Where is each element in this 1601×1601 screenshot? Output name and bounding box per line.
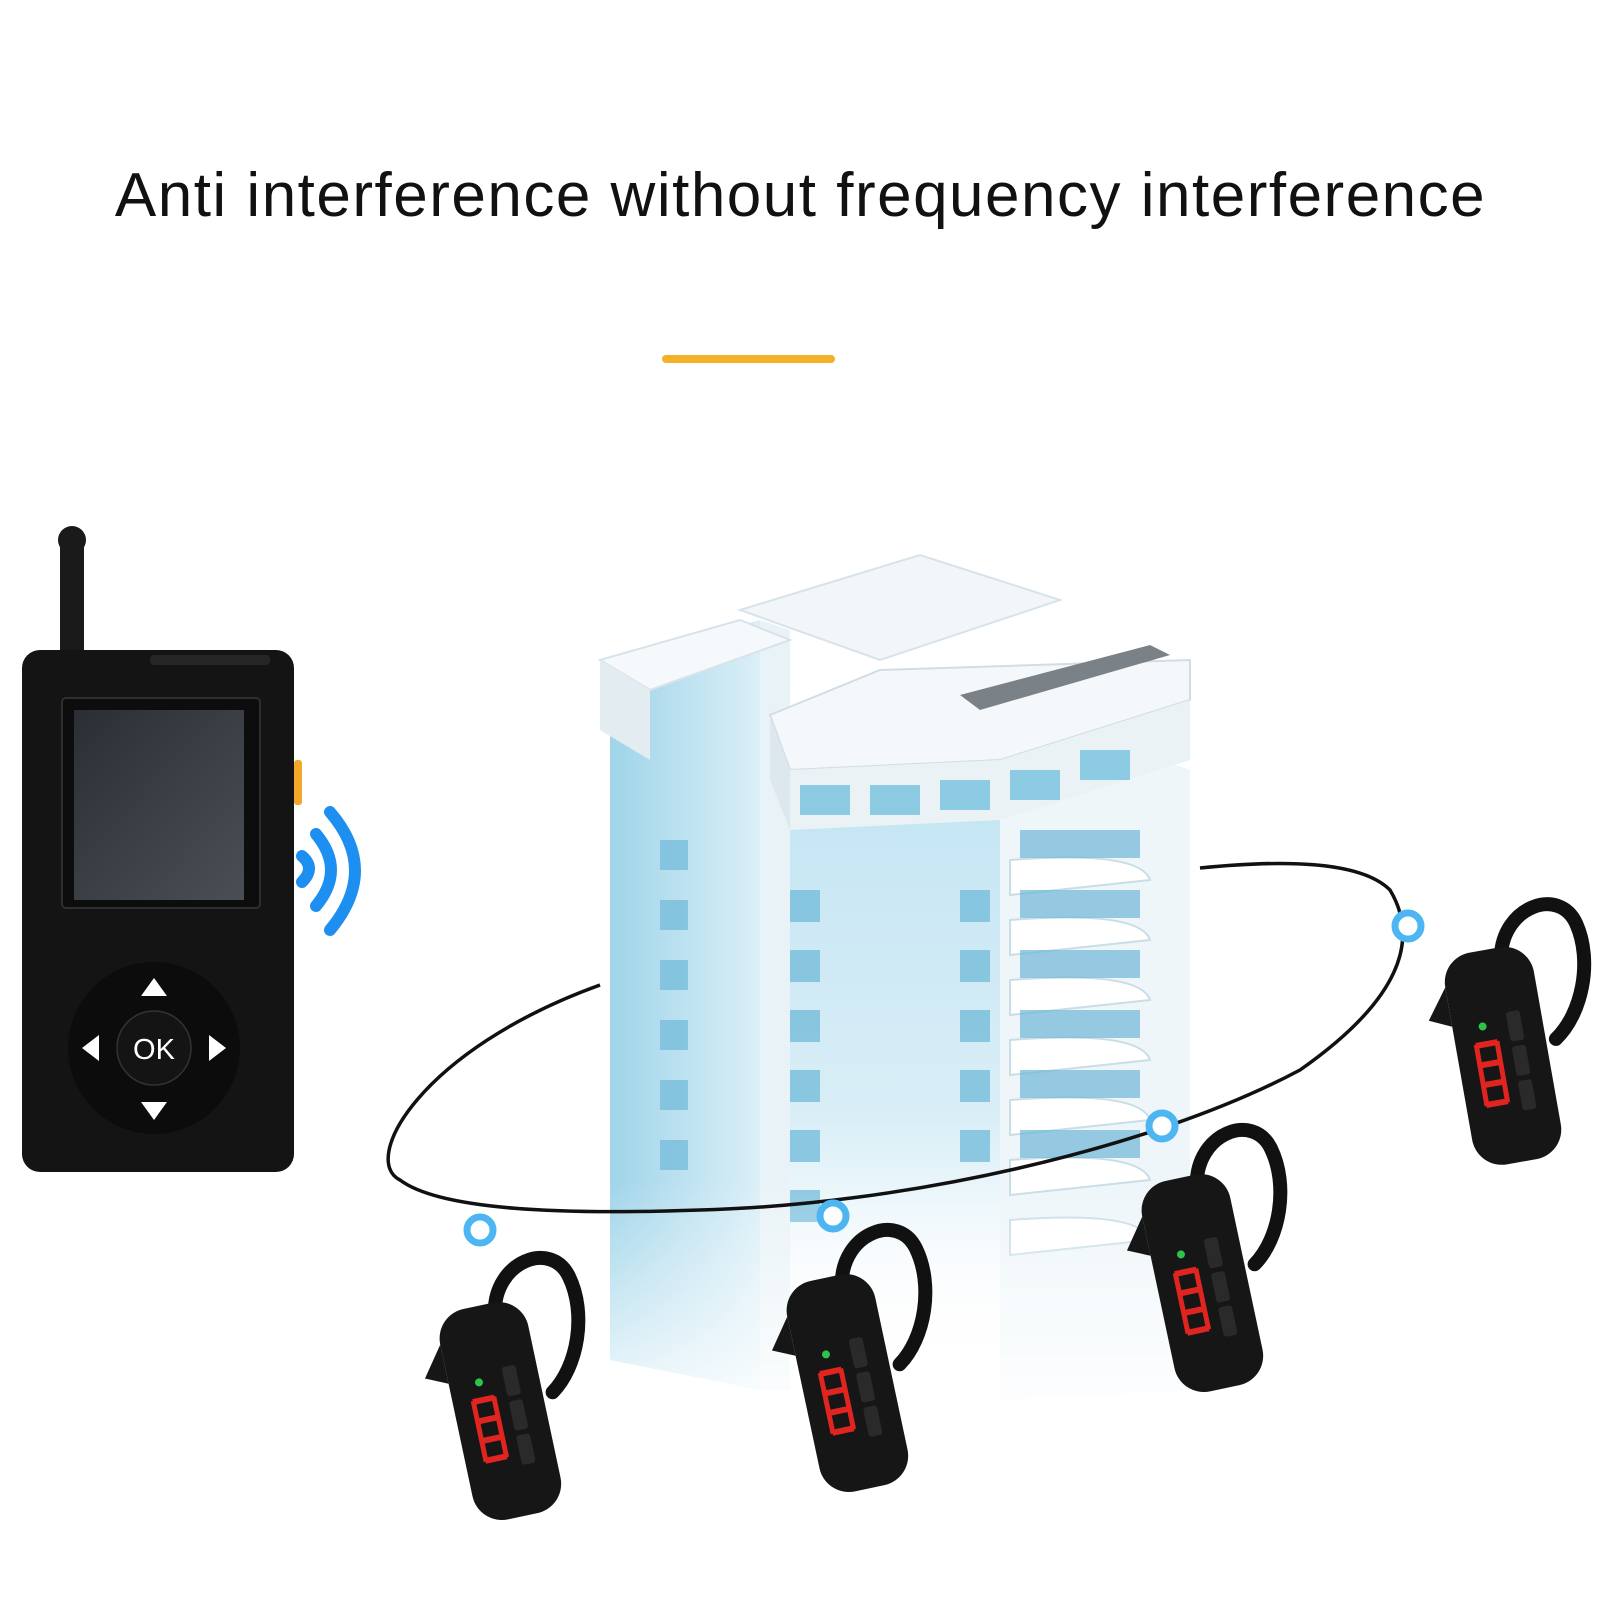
node-dot bbox=[1391, 909, 1425, 943]
display-screen bbox=[74, 710, 244, 900]
earpiece-receiver bbox=[771, 1223, 933, 1492]
node-dot bbox=[1145, 1109, 1179, 1143]
accent-divider bbox=[662, 355, 835, 363]
ok-button-label: OK bbox=[133, 1034, 176, 1066]
up-arrow-icon bbox=[141, 978, 167, 996]
right-arrow-icon bbox=[209, 1035, 226, 1061]
ok-button bbox=[116, 1010, 192, 1086]
signal-waves-icon bbox=[296, 806, 361, 936]
earpiece-receiver bbox=[1428, 897, 1592, 1165]
earpiece-receiver bbox=[424, 1251, 586, 1520]
node-dot bbox=[816, 1199, 850, 1233]
left-arrow-icon bbox=[82, 1035, 99, 1061]
down-arrow-icon bbox=[141, 1102, 167, 1120]
earpiece-receiver bbox=[1126, 1123, 1288, 1392]
node-dot bbox=[463, 1213, 497, 1247]
transmitter-device: OK bbox=[22, 526, 302, 1172]
signal-orbit bbox=[386, 861, 1425, 1247]
headline: Anti interference without frequency inte… bbox=[114, 161, 1487, 230]
office-building bbox=[560, 553, 1240, 1440]
